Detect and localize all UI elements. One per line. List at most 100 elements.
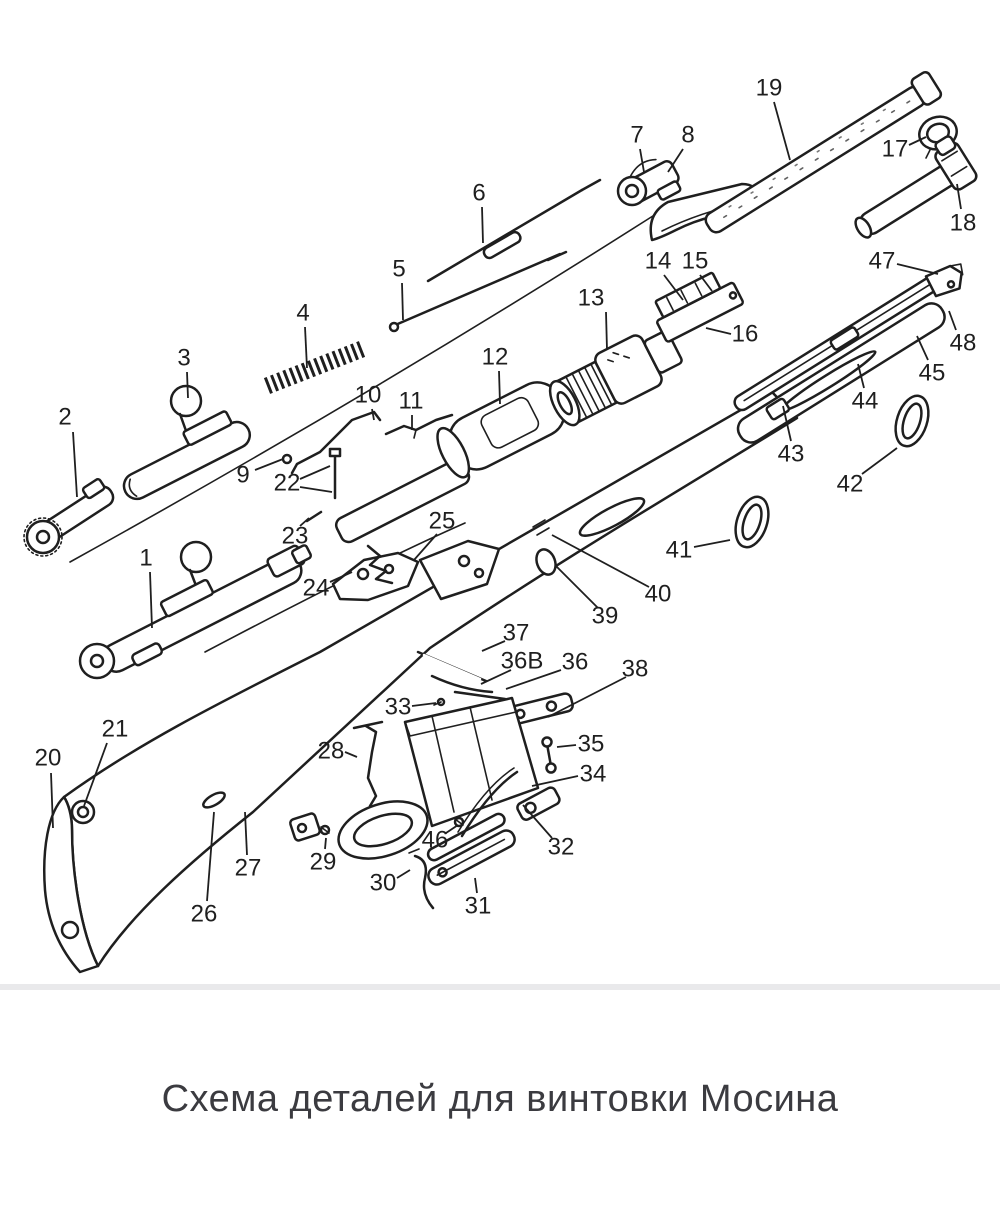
part-number-13: 13 [578, 285, 605, 312]
leader-line-6 [481, 206, 484, 244]
leader-line-27 [244, 811, 248, 856]
part-number-8: 8 [681, 122, 694, 149]
leader-line-25 [413, 533, 438, 561]
leader-line-2 [72, 431, 78, 498]
part-number-15: 15 [682, 248, 709, 275]
leader-line-41 [693, 539, 731, 548]
part-number-42: 42 [837, 471, 864, 498]
sear-bar-part10 [290, 410, 382, 475]
barrel-part19 [704, 71, 943, 234]
leader-line-20 [50, 772, 54, 829]
leader-line-13 [605, 311, 608, 351]
leader-line-7 [639, 148, 645, 173]
leader-line-26 [206, 811, 215, 902]
magazine-box [403, 696, 540, 828]
band-tube-part18 [854, 135, 978, 239]
leader-line-42 [861, 447, 898, 475]
leader-line-36 [505, 669, 562, 690]
ramrod-part5 [388, 250, 568, 333]
receiver-part12 [334, 381, 566, 544]
part-number-5: 5 [392, 256, 405, 283]
rear-sight-part14-16 [654, 271, 744, 343]
leader-line-8 [667, 148, 684, 173]
cocking-piece-part2 [23, 478, 115, 557]
leader-line-9 [254, 458, 284, 471]
leader-line-22 [299, 465, 331, 480]
leader-line-3 [186, 371, 189, 399]
part-number-29: 29 [310, 849, 337, 876]
part-number-9: 9 [236, 462, 249, 489]
part-number-36В: 36В [501, 648, 544, 675]
floorplate-part31 [426, 812, 516, 886]
part-number-23: 23 [282, 523, 309, 550]
leader-line-17 [908, 136, 927, 146]
part-number-1: 1 [139, 545, 152, 572]
part-number-20: 20 [35, 745, 62, 772]
part-number-2: 2 [58, 404, 71, 431]
part-number-22: 22 [274, 470, 301, 497]
link-part35 [541, 736, 557, 774]
part-number-41: 41 [666, 537, 693, 564]
leader-line-37 [481, 640, 506, 652]
trigger-guard [289, 800, 429, 860]
part-number-4: 4 [296, 300, 309, 327]
leader-line-29 [324, 837, 327, 850]
leader-line-40 [551, 534, 650, 588]
part-number-18: 18 [950, 210, 977, 237]
part-number-34: 34 [580, 761, 607, 788]
part-number-27: 27 [235, 855, 262, 882]
part-number-32: 32 [548, 834, 575, 861]
bolt-body-part3 [122, 384, 252, 501]
section-divider [0, 984, 1000, 990]
leader-line-23 [299, 517, 310, 527]
diagram-canvas: 1234567891011121314151617181920212223242… [23, 71, 978, 974]
part-number-6: 6 [472, 180, 485, 207]
part-number-35: 35 [578, 731, 605, 758]
stock-drawing [43, 390, 799, 974]
part-number-10: 10 [355, 382, 382, 409]
leader-line-22 [299, 486, 333, 493]
part-number-30: 30 [370, 870, 397, 897]
leader-line-45 [916, 335, 929, 361]
leader-line-5 [401, 282, 404, 321]
part-number-7: 7 [630, 122, 643, 149]
part-number-19: 19 [756, 75, 783, 102]
part-number-40: 40 [645, 581, 672, 608]
trigger-part28 [352, 720, 384, 808]
pin-part22 [328, 447, 342, 500]
part-number-48: 48 [950, 330, 977, 357]
spring-part30 [408, 848, 435, 910]
part-number-36: 36 [562, 649, 589, 676]
leader-line-16 [705, 327, 732, 335]
part-number-3: 3 [177, 345, 190, 372]
leader-line-12 [498, 370, 501, 405]
leader-line-19 [773, 101, 791, 161]
part-number-11: 11 [399, 388, 424, 415]
part-number-12: 12 [482, 344, 509, 371]
pin-part23 [305, 510, 323, 523]
part-number-39: 39 [592, 603, 619, 630]
part-number-46: 46 [422, 827, 449, 854]
leader-line-39 [555, 565, 599, 609]
leader-line-31 [474, 877, 478, 894]
leader-line-44 [857, 363, 865, 389]
leader-line-46 [445, 824, 459, 834]
barrel-breech-part13 [548, 330, 683, 427]
leader-line-24 [329, 571, 353, 583]
screw-part9 [281, 453, 293, 465]
leader-line-4 [304, 326, 308, 369]
mainspring-part4 [263, 341, 366, 394]
leader-line-30 [396, 869, 411, 879]
interrupter-part11 [384, 413, 454, 439]
leader-line-32 [522, 804, 553, 839]
part-number-17: 17 [882, 136, 909, 163]
part-number-38: 38 [622, 656, 649, 683]
leader-line-43 [782, 405, 792, 442]
cleaning-rod-part6 [426, 178, 602, 283]
handguard-part43-48 [733, 263, 964, 444]
part-number-44: 44 [852, 388, 879, 415]
part-number-31: 31 [465, 893, 492, 920]
leader-line-21 [83, 742, 108, 807]
part-number-25: 25 [429, 508, 456, 535]
